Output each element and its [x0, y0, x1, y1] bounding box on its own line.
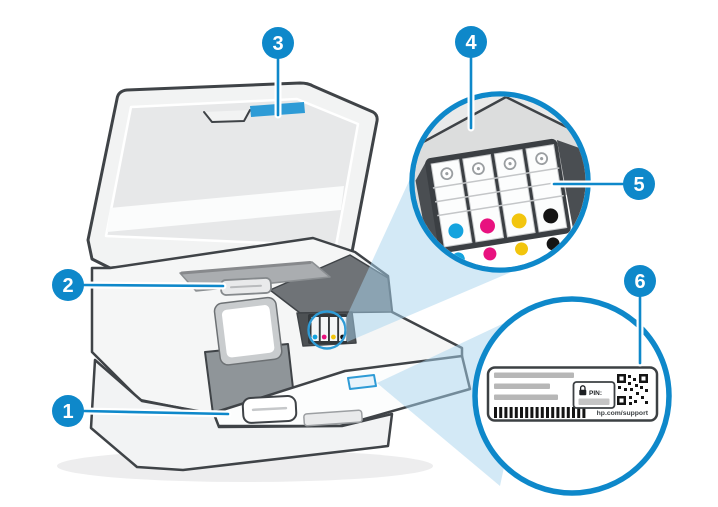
leader-line-2 [82, 283, 225, 288]
scanner-lid [86, 81, 379, 270]
label-text-bars [494, 372, 574, 400]
svg-text:2: 2 [62, 275, 73, 297]
svg-text:4: 4 [465, 32, 477, 54]
cartridge-highlight-ring [307, 310, 347, 350]
callout-4: 4 [455, 26, 487, 58]
control-panel-screen [213, 296, 283, 366]
label-location-placeholder [347, 374, 377, 390]
leader-lines [80, 54, 644, 418]
svg-text:6: 6 [634, 271, 645, 293]
pin-label: PIN: [589, 390, 602, 397]
ink-color-dots [448, 208, 559, 239]
callout-2: 2 [52, 269, 84, 301]
callout-bubbles: 1 2 3 4 5 6 [52, 26, 656, 427]
support-url: hp.com/support [597, 410, 649, 417]
callout-3: 3 [262, 27, 294, 59]
lock-icon [579, 385, 587, 396]
leader-line-1 [82, 409, 230, 416]
callout-6: 6 [624, 265, 656, 297]
lid-stripe [107, 186, 344, 232]
svg-text:5: 5 [633, 174, 644, 196]
svg-text:3: 3 [272, 33, 283, 55]
callout-5: 5 [623, 168, 655, 200]
cartridges [430, 144, 568, 266]
pin-box: PIN: [572, 381, 616, 409]
lid-top-notch [203, 109, 251, 123]
qr-code-icon [617, 374, 648, 405]
input-tray [89, 358, 394, 472]
product-label: PIN: hp.com/support [486, 366, 659, 422]
mini-cartridges [311, 317, 347, 341]
label-magnifier-circle: PIN: hp.com/support [472, 296, 672, 496]
tray-groove [303, 409, 363, 427]
callout-1: 1 [52, 395, 84, 427]
cartridge-cavity [296, 310, 357, 350]
svg-text:1: 1 [62, 401, 73, 423]
